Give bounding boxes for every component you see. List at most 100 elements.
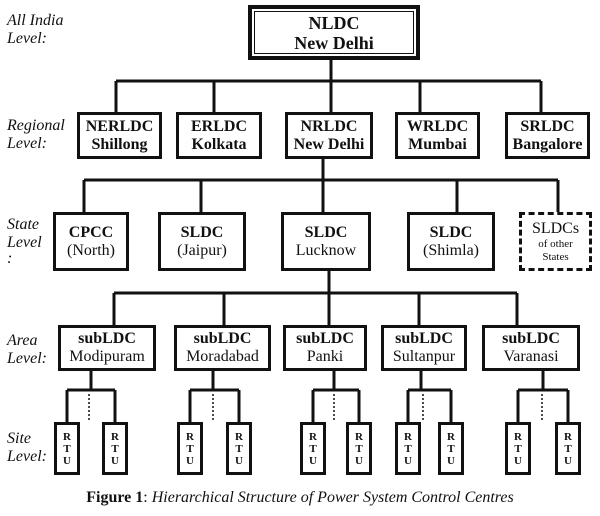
node-nldc[interactable]: NLDC New Delhi: [248, 5, 420, 60]
node-name: subLDC: [193, 330, 252, 347]
node-name: SLDC: [429, 223, 473, 241]
node-location: (Jaipur): [177, 241, 227, 259]
rtu-letter: R: [235, 430, 243, 443]
level-label-all-india: All India Level:: [7, 12, 63, 48]
level-label-line: All India: [7, 12, 64, 29]
rtu-letter: T: [63, 442, 71, 455]
node-location: (Shimla): [423, 241, 479, 259]
node-name: WRLDC: [406, 117, 469, 135]
rtu-letter: T: [235, 442, 243, 455]
node-sldc-shimla[interactable]: SLDC (Shimla): [407, 212, 495, 271]
level-label-line: State: [7, 216, 39, 233]
node-erldc[interactable]: ERLDC Kolkata: [176, 112, 262, 159]
level-label-state: State Level :: [7, 216, 42, 267]
node-name: ERLDC: [190, 117, 247, 135]
node-sublDC-modipuram[interactable]: subLDC Modipuram: [58, 325, 156, 371]
node-nrldc[interactable]: NRLDC New Delhi: [285, 112, 373, 159]
node-name: SRLDC: [520, 117, 575, 135]
rtu-letter: R: [111, 430, 119, 443]
node-sublDC-sultanpur[interactable]: subLDC Sultanpur: [381, 325, 467, 371]
node-sublDC-panki[interactable]: subLDC Panki: [283, 325, 367, 371]
rtu-letter: U: [564, 454, 572, 467]
node-name: subLDC: [502, 330, 560, 347]
rtu-letter: T: [514, 442, 522, 455]
node-name: SLDC: [304, 223, 348, 241]
node-name: NERLDC: [85, 117, 154, 135]
rtu-letter: U: [355, 454, 363, 467]
node-location: Modipuram: [69, 348, 145, 365]
rtu-letter: R: [355, 430, 363, 443]
node-srldc[interactable]: SRLDC Bangalore: [505, 112, 590, 159]
node-location: Shillong: [91, 135, 148, 153]
level-label-line: Level:: [7, 30, 47, 47]
node-inner-frame: NLDC New Delhi: [254, 11, 414, 54]
rtu-letter: T: [111, 442, 119, 455]
rtu-letter: R: [63, 430, 71, 443]
rtu-letter: U: [309, 454, 317, 467]
rtu-letter: T: [309, 442, 317, 455]
node-location: Sultanpur: [392, 348, 456, 365]
node-sldc-jaipur[interactable]: SLDC (Jaipur): [158, 212, 246, 271]
level-label-area: Area Level:: [7, 332, 47, 368]
rtu-letter: U: [235, 454, 243, 467]
node-name: SLDCs: [531, 219, 580, 237]
rtu-letter: U: [186, 454, 194, 467]
level-label-line: Level:: [7, 135, 47, 152]
node-location: New Delhi: [293, 135, 365, 153]
level-label-line: Regional: [7, 117, 65, 134]
level-label-line: Level:: [7, 448, 47, 465]
level-label-regional: Regional Level:: [7, 117, 65, 153]
node-sublDC-moradabad[interactable]: subLDC Moradabad: [174, 325, 271, 371]
figure-caption: Figure 1: Hierarchical Structure of Powe…: [0, 489, 600, 507]
caption-text: Hierarchical Structure of Power System C…: [151, 489, 514, 506]
level-label-site: Site Level:: [7, 430, 47, 466]
node-location: Panki: [306, 348, 344, 365]
rtu-letter: U: [404, 454, 412, 467]
rtu-letter: T: [447, 442, 455, 455]
node-location: Kolkata: [191, 135, 247, 153]
node-location: Lucknow: [295, 241, 357, 259]
node-name: CPCC: [68, 223, 114, 241]
rtu-letter: R: [404, 430, 412, 443]
node-name: NLDC: [308, 12, 360, 33]
node-location: New Delhi: [294, 32, 374, 53]
node-location: Bangalore: [512, 135, 583, 153]
node-name: subLDC: [78, 330, 136, 347]
node-wrldc[interactable]: WRLDC Mumbai: [395, 112, 480, 159]
node-sldc-lucknow[interactable]: SLDC Lucknow: [281, 212, 371, 271]
rtu-letter: U: [111, 454, 119, 467]
rtu-letter: R: [186, 430, 194, 443]
node-name: subLDC: [296, 330, 354, 347]
rtu-letter: R: [447, 430, 455, 443]
node-cpcc-north[interactable]: CPCC (North): [53, 212, 129, 271]
caption-label: Figure 1: [86, 489, 144, 506]
node-location: (North): [67, 241, 115, 259]
node-name: SLDC: [180, 223, 224, 241]
node-sublDC-varanasi[interactable]: subLDC Varanasi: [482, 325, 580, 371]
rtu-letter: R: [564, 430, 572, 443]
level-label-line: Level:: [7, 350, 47, 367]
level-label-line: Level: [7, 234, 42, 251]
rtu-letter: R: [514, 430, 522, 443]
level-label-line: Area: [7, 332, 38, 349]
node-nerldc[interactable]: NERLDC Shillong: [77, 112, 162, 159]
node-sldcs-other-states[interactable]: SLDCs of other States: [519, 212, 592, 271]
node-subtext: of other: [538, 237, 573, 250]
rtu-letter: U: [514, 454, 522, 467]
node-location: Varanasi: [503, 348, 559, 365]
node-location: Moradabad: [186, 348, 259, 365]
rtu-letter: R: [309, 430, 317, 443]
rtu-letter: T: [404, 442, 412, 455]
level-label-line: :: [7, 250, 13, 267]
